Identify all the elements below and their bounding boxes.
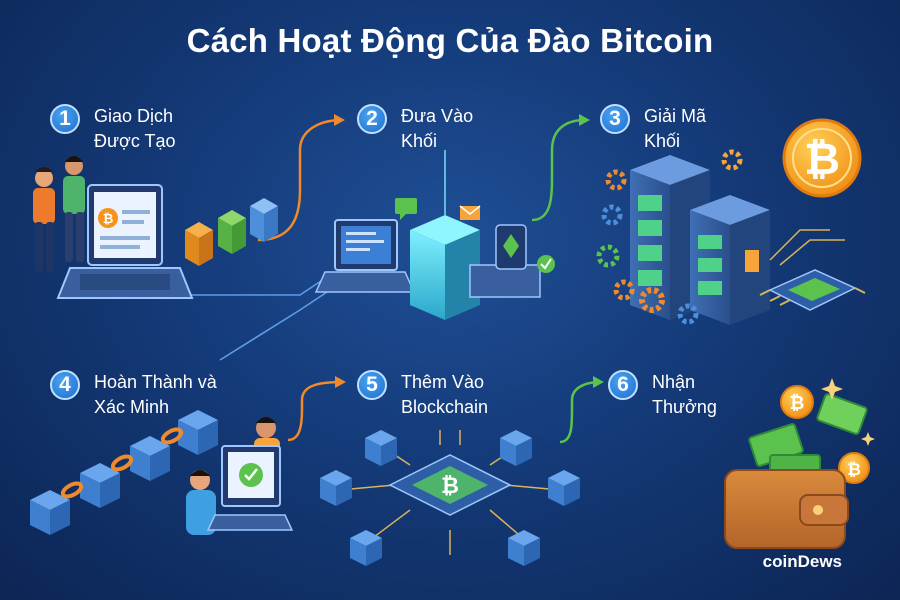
check-icon <box>537 255 555 273</box>
step-3-label: Giải Mã Khối <box>644 104 706 154</box>
blockchain-network: ₿ <box>320 430 580 566</box>
step-4: 4 Hoàn Thành và Xác Minh <box>50 370 217 420</box>
step-5-badge: 5 <box>357 370 387 400</box>
step-1-label: Giao Dịch Được Tạo <box>94 104 176 154</box>
step-3-badge: 3 <box>600 104 630 134</box>
step-6-line2: Thưởng <box>652 397 717 417</box>
cash-icon <box>748 393 868 486</box>
step-4-line2: Xác Minh <box>94 397 170 417</box>
step-5-label: Thêm Vào Blockchain <box>401 370 488 420</box>
step-5: 5 Thêm Vào Blockchain <box>357 370 488 420</box>
step-5-line1: Thêm Vào <box>401 372 485 392</box>
step-6-badge: 6 <box>608 370 638 400</box>
step-4-badge: 4 <box>50 370 80 400</box>
step-3: 3 Giải Mã Khối <box>600 104 706 154</box>
monitor-icon <box>206 445 294 531</box>
svg-text:₿: ₿ <box>103 211 114 226</box>
brand-logo: coinDews <box>762 552 842 571</box>
step-6-line1: Nhận <box>652 372 696 392</box>
server-icon <box>410 150 541 320</box>
svg-text:₿: ₿ <box>441 473 459 498</box>
step-6-label: Nhận Thưởng <box>652 370 717 420</box>
sparkle-icon <box>821 378 875 446</box>
flow-arrow-4-5 <box>287 376 346 442</box>
chip-icon <box>759 229 866 311</box>
page-title: Cách Hoạt Động Của Đào Bitcoin <box>186 22 714 59</box>
svg-text:₿: ₿ <box>847 460 861 479</box>
step-5-line2: Blockchain <box>401 397 489 417</box>
laptop-icon: ₿ <box>56 184 194 299</box>
blocks-icon <box>185 198 278 266</box>
svg-text:₿: ₿ <box>804 135 840 184</box>
step-2-badge: 2 <box>357 104 387 134</box>
step-1-badge: 1 <box>50 104 80 134</box>
step-4-line1: Hoàn Thành và <box>94 372 217 392</box>
step-4-label: Hoàn Thành và Xác Minh <box>94 370 217 420</box>
message-icon <box>395 198 481 220</box>
flow-arrow-2-3 <box>531 114 590 222</box>
bitcoin-coin-icon: ₿ ₿ <box>780 385 870 484</box>
step-2: 2 Đưa Vào Khối <box>357 104 473 154</box>
step-1: 1 Giao Dịch Được Tạo <box>50 104 176 154</box>
wallet-icon <box>724 469 849 549</box>
step-2-label: Đưa Vào Khối <box>401 104 473 154</box>
flow-arrow-5-6 <box>559 376 604 444</box>
step-2-line1: Đưa Vào <box>401 106 474 126</box>
svg-text:₿: ₿ <box>790 393 805 413</box>
step-2-line2: Khối <box>401 131 438 151</box>
bitcoin-coin-icon: ₿ <box>782 118 862 198</box>
flow-arrow-1-2 <box>257 114 345 242</box>
step-3-line2: Khối <box>644 131 681 151</box>
step-6: 6 Nhận Thưởng <box>608 370 717 420</box>
step-3-line1: Giải Mã <box>644 106 707 126</box>
chain-icon <box>30 410 218 535</box>
step-1-line2: Được Tạo <box>94 131 176 151</box>
gear-icon <box>596 149 743 325</box>
step-1-line1: Giao Dịch <box>94 106 174 126</box>
server-icon <box>630 155 770 325</box>
laptop-icon <box>314 219 416 293</box>
people-icon <box>33 156 85 272</box>
